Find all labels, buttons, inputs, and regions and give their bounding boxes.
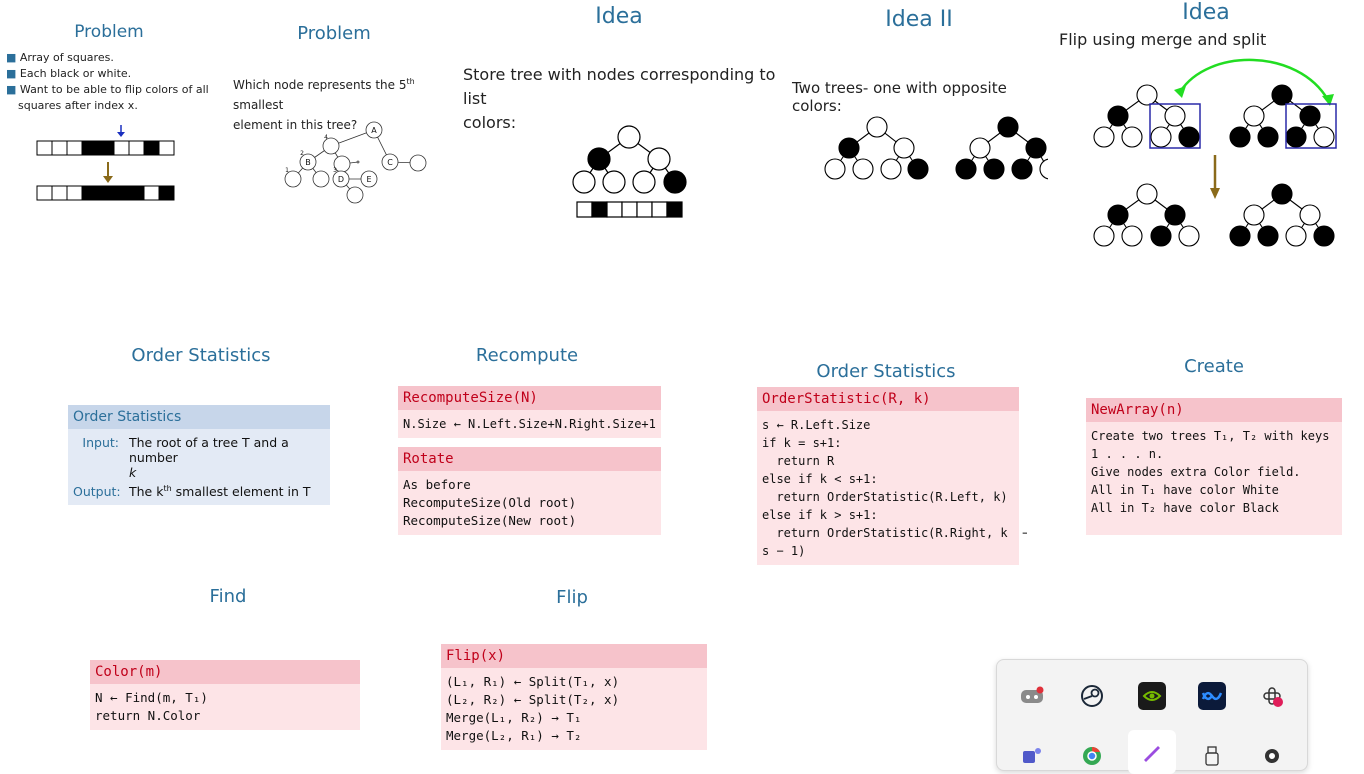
slide-recompute: Recompute RecomputeSize(N) N.Size ← N.Le… [386, 336, 668, 546]
slide-title: Recompute [475, 345, 579, 366]
slide-title: Idea [1182, 0, 1230, 25]
block-title: Order Statistics [68, 405, 330, 429]
slide-idea-list: Idea Store tree with nodes corresponding… [448, 0, 790, 264]
tree-with-list-diagram [572, 125, 687, 218]
recompute-size-block: RecomputeSize(N) N.Size ← N.Left.Size+N.… [398, 386, 661, 438]
block-title: Rotate [398, 447, 661, 471]
meta-icon[interactable] [1198, 682, 1226, 710]
usb-icon[interactable] [1198, 742, 1226, 770]
two-trees-diagram [824, 116, 1048, 180]
block-title: Flip(x) [441, 644, 707, 668]
new-array-block: NewArray(n) Create two trees T₁, T₂ with… [1086, 398, 1342, 535]
node-label: E [366, 175, 371, 184]
bullet-list: ■ Array of squares. ■ Each black or whit… [6, 50, 209, 114]
slide-title: Create [1184, 356, 1244, 377]
bst-diagram: A B C D E 4 2 1 3 [284, 121, 427, 204]
bullet-item: ■ Each black or white. [6, 67, 132, 80]
node-label: B [305, 158, 311, 167]
block-body: s ← R.Left.Size if k = s+1: return R els… [757, 411, 1027, 565]
slide-idea-merge-split: Idea Flip using merge and split [1048, 0, 1364, 258]
node-label: C [387, 158, 393, 167]
slide-problem-array: Problem ■ Array of squares. ■ Each black… [0, 0, 218, 208]
block-title: Color(m) [90, 660, 360, 684]
block-body: N ← Find(m, T₁) return N.Color [90, 684, 360, 730]
block-title: RecomputeSize(N) [398, 386, 661, 410]
block-title: NewArray(n) [1086, 398, 1342, 422]
idea-subtitle: Flip using merge and split [1059, 30, 1267, 49]
block-body: Input: The root of a tree T and a number… [68, 429, 330, 506]
size-label: 3 [333, 167, 337, 174]
bullet-item: squares after index x. [18, 99, 138, 112]
array-diagram [36, 125, 175, 201]
system-tray-overflow [996, 659, 1308, 774]
order-statistic-block: OrderStatistic(R, k) s ← R.Left.Size if … [757, 387, 1027, 565]
idea-text: Two trees- one with opposite colors: [792, 79, 1007, 115]
pen-icon[interactable] [1128, 730, 1176, 774]
slide-problem-tree: Problem Which node represents the 5th sm… [220, 0, 448, 222]
rotate-block: Rotate As before RecomputeSize(Old root)… [398, 447, 661, 535]
size-label: 4 [324, 134, 328, 141]
node-label: D [338, 175, 344, 184]
output-label: Output: [73, 484, 121, 499]
flip-block: Flip(x) (L₁, R₁) ← Split(T₁, x) (L₂, R₂)… [441, 644, 707, 750]
merge-split-diagram [1093, 58, 1337, 247]
idea-text: Store tree with nodes corresponding to l… [463, 65, 776, 132]
chrome-icon[interactable] [1078, 742, 1106, 770]
size-label: 1 [285, 167, 289, 174]
bullet-item: ■ Array of squares. [6, 51, 114, 64]
block-body: As before RecomputeSize(Old root) Recomp… [398, 471, 661, 535]
block-body: (L₁, R₁) ← Split(T₁, x) (L₂, R₂) ← Split… [441, 668, 707, 750]
teams-icon[interactable] [1018, 742, 1046, 770]
slide-title: Order Statistics [131, 345, 271, 366]
slide-title: Find [209, 586, 247, 607]
slide-title: Idea [595, 4, 643, 29]
definition-block: Order Statistics Input: The root of a tr… [68, 405, 330, 506]
slide-title: Problem [74, 22, 144, 42]
size-label: 2 [300, 150, 304, 157]
slide-find: Find Color(m) N ← Find(m, T₁) return N.C… [87, 578, 369, 758]
slide-title: Idea II [885, 7, 953, 32]
slack-icon[interactable] [1258, 682, 1286, 710]
node-label: A [371, 126, 377, 135]
block-title: OrderStatistic(R, k) [757, 387, 1019, 411]
slide-title: Problem [297, 23, 371, 44]
question-text: Which node represents the 5th smallest e… [233, 77, 415, 132]
slide-order-statistics-algo: Order Statistics OrderStatistic(R, k) s … [745, 351, 1027, 576]
slide-order-statistics-def: Order Statistics Order Statistics Input:… [60, 335, 342, 530]
block-body: N.Size ← N.Left.Size+N.Right.Size+1 [398, 410, 661, 438]
nvidia-icon[interactable] [1138, 682, 1166, 710]
block-body: Create two trees T₁, T₂ with keys 1 . . … [1086, 422, 1342, 535]
slide-idea-two-trees: Idea II Two trees- one with opposite col… [790, 0, 1048, 215]
slide-title: Order Statistics [816, 361, 956, 382]
input-label: Input: [82, 435, 119, 450]
slide-create: Create NewArray(n) Create two trees T₁, … [1073, 348, 1355, 548]
misc-app-icon[interactable] [1258, 742, 1286, 770]
discord-icon[interactable] [1018, 682, 1046, 710]
steam-icon[interactable] [1078, 682, 1106, 710]
slide-flip: Flip Flip(x) (L₁, R₁) ← Split(T₁, x) (L₂… [428, 578, 716, 758]
bullet-item: ■ Want to be able to flip colors of all [6, 83, 209, 96]
slide-title: Flip [556, 587, 588, 608]
color-block: Color(m) N ← Find(m, T₁) return N.Color [90, 660, 360, 730]
